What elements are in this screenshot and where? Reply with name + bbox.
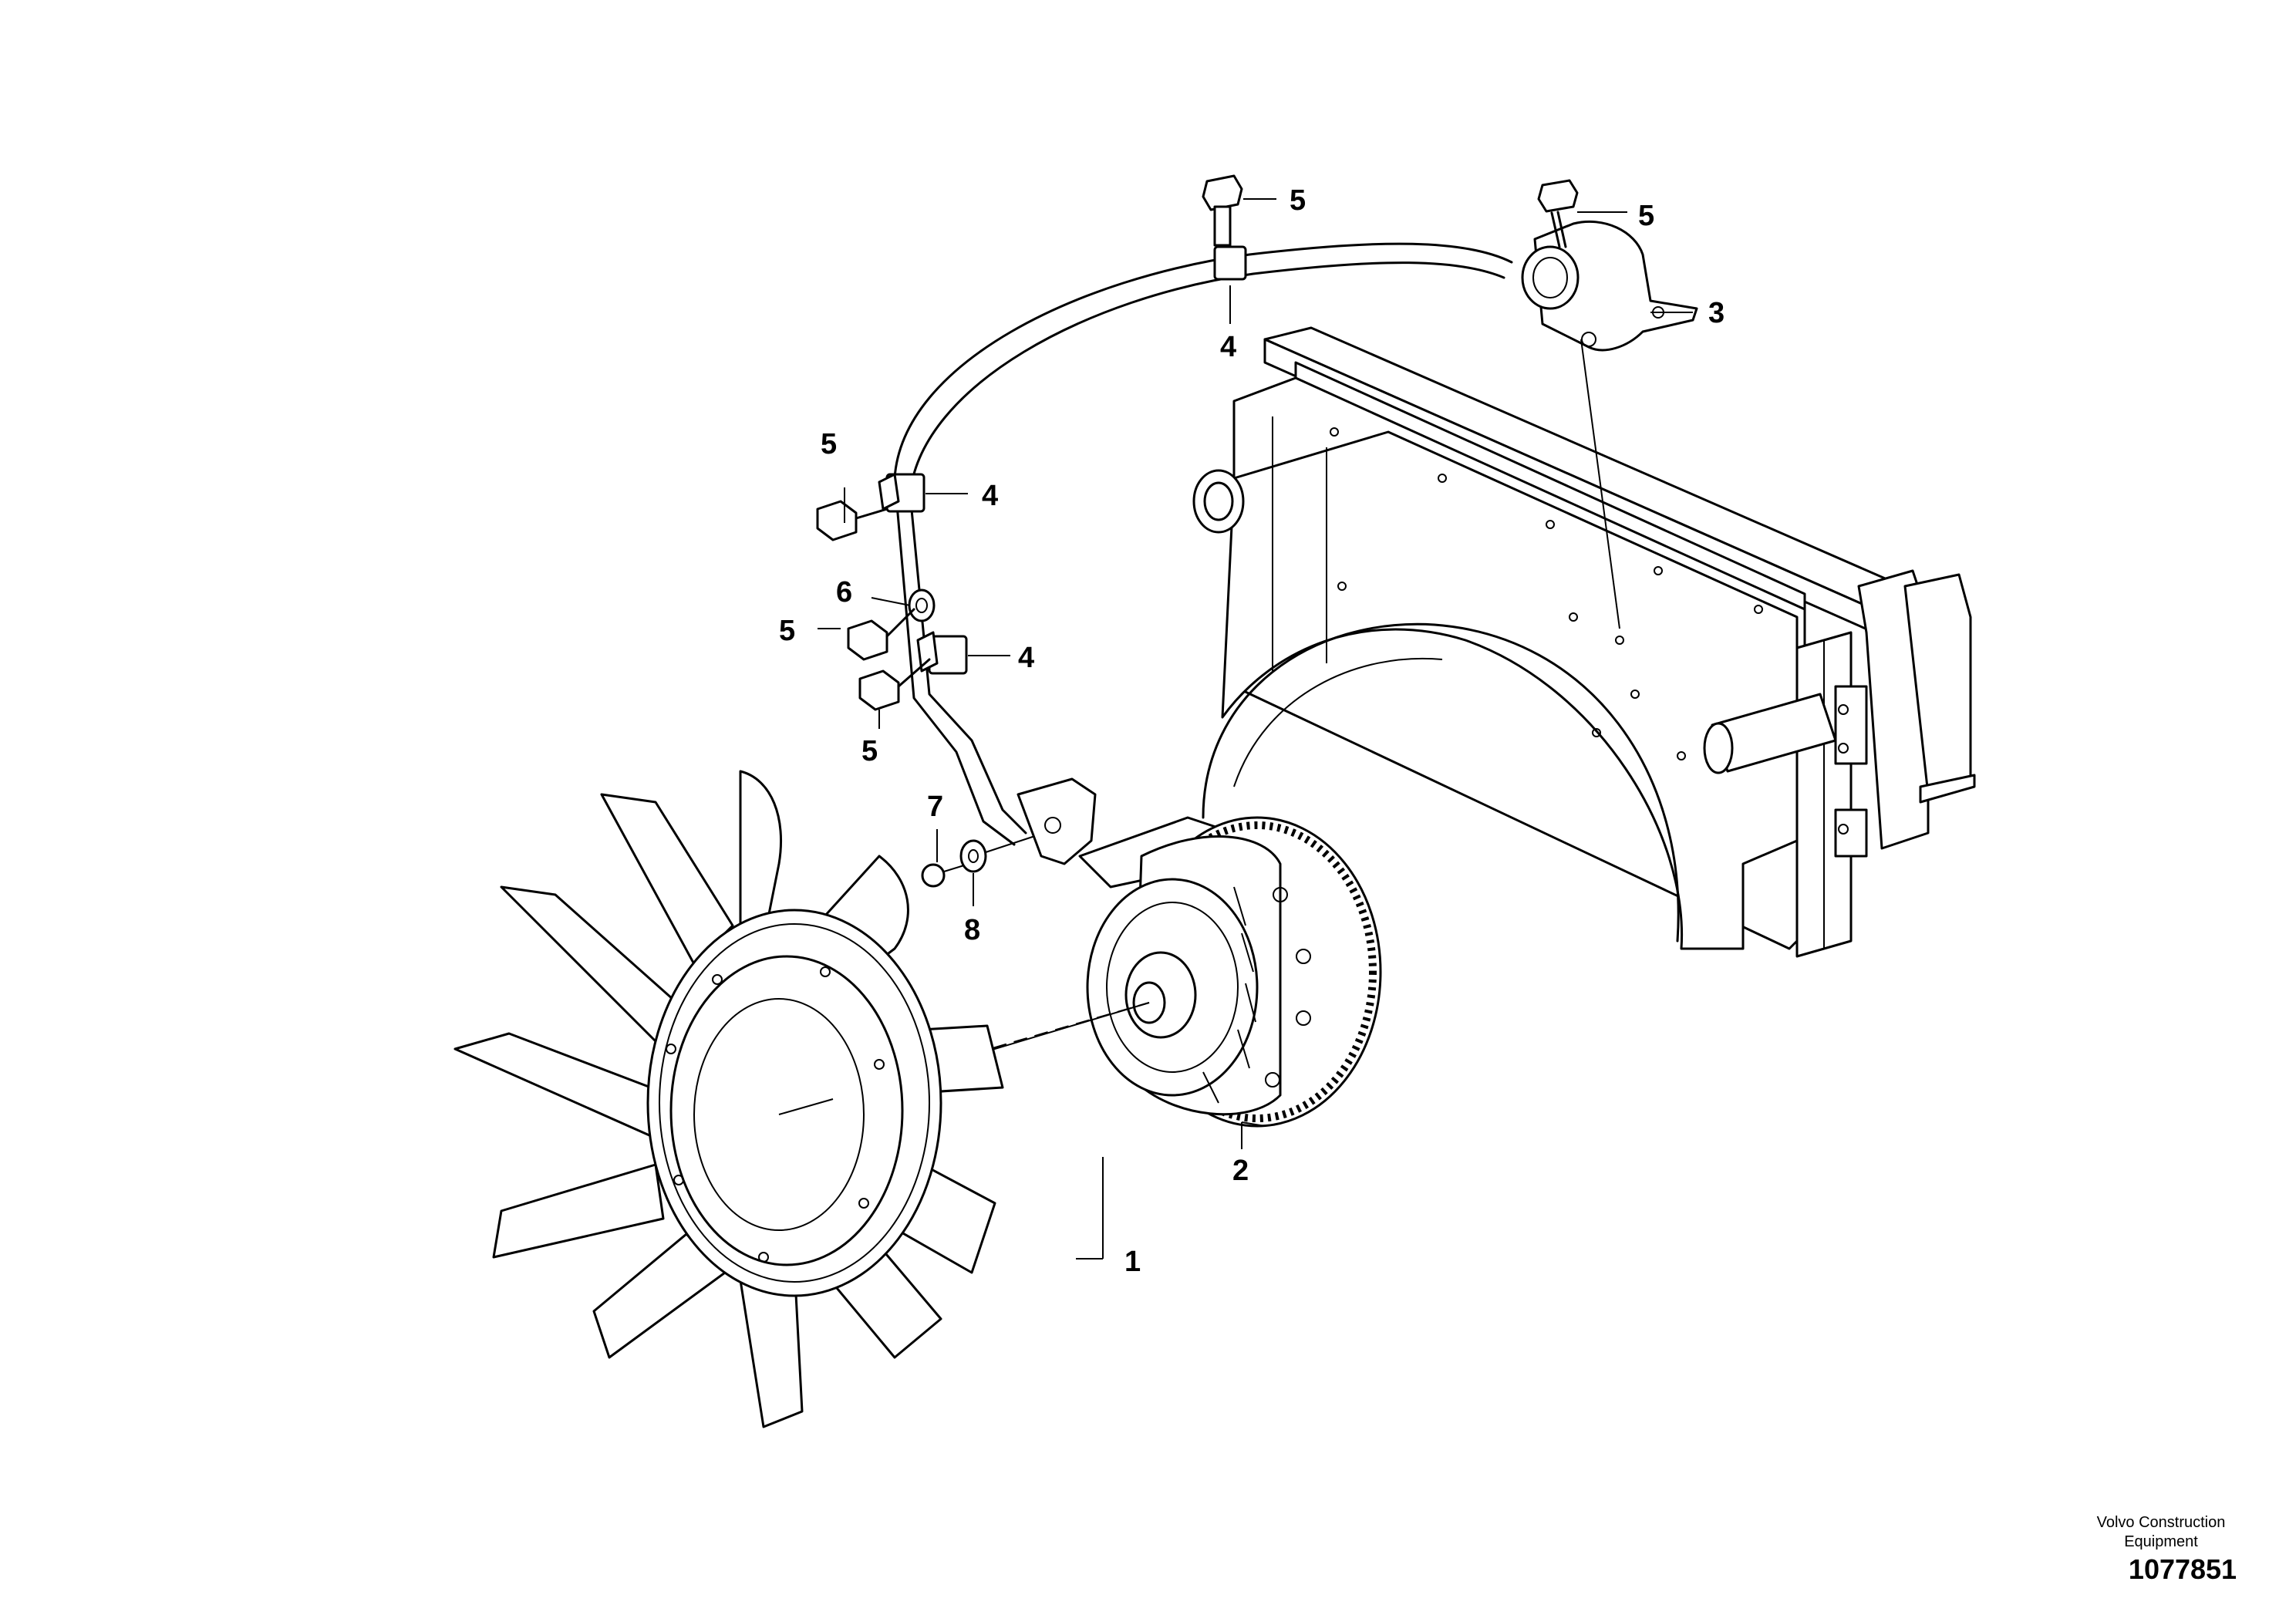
spacer-6 xyxy=(908,588,936,622)
leader-lines xyxy=(818,198,1693,1259)
diagram-number: 1077851 xyxy=(2128,1553,2237,1585)
callout-5-left-b: 5 xyxy=(779,615,795,647)
connector-bracket xyxy=(1521,220,1698,352)
fan xyxy=(453,770,1004,1428)
bolt-top-b xyxy=(1537,179,1579,248)
clutch-ribs xyxy=(1202,886,1311,1104)
callout-8: 8 xyxy=(964,914,980,946)
callout-5-left-c: 5 xyxy=(861,735,878,767)
callout-5-top-a: 5 xyxy=(1290,184,1306,217)
hub-holes xyxy=(666,966,885,1263)
callout-4-lower: 4 xyxy=(1018,642,1034,674)
radiator-shroud xyxy=(1192,326,1976,958)
callout-4-top: 4 xyxy=(1220,331,1236,363)
bolt-left-a xyxy=(816,500,888,541)
callout-3: 3 xyxy=(1708,297,1725,329)
rail-bolts xyxy=(1330,427,1849,835)
fan-clutch xyxy=(1086,816,1382,1128)
fan-center-line xyxy=(778,1098,834,1115)
screw-7 xyxy=(921,863,965,888)
callout-2: 2 xyxy=(1232,1155,1249,1187)
wire-harness xyxy=(893,242,1513,846)
shaft-axis-hidden xyxy=(909,1002,1150,1073)
callout-5-left-a: 5 xyxy=(821,428,837,460)
callout-7: 7 xyxy=(927,791,943,823)
callout-1: 1 xyxy=(1124,1246,1141,1278)
washer-8 xyxy=(959,839,987,873)
bolt-left-c xyxy=(858,658,931,711)
bolt-top-a xyxy=(1202,174,1243,247)
clamp-upper-left xyxy=(878,473,925,513)
callout-4-upper: 4 xyxy=(982,480,998,512)
publisher-name: Volvo Construction Equipment xyxy=(2096,1514,2226,1550)
clamp-top xyxy=(1213,245,1247,281)
callout-5-top-b: 5 xyxy=(1638,200,1654,232)
callout-6: 6 xyxy=(836,576,852,609)
clamp-lower-left xyxy=(916,631,968,675)
bolt-left-b xyxy=(847,608,915,661)
